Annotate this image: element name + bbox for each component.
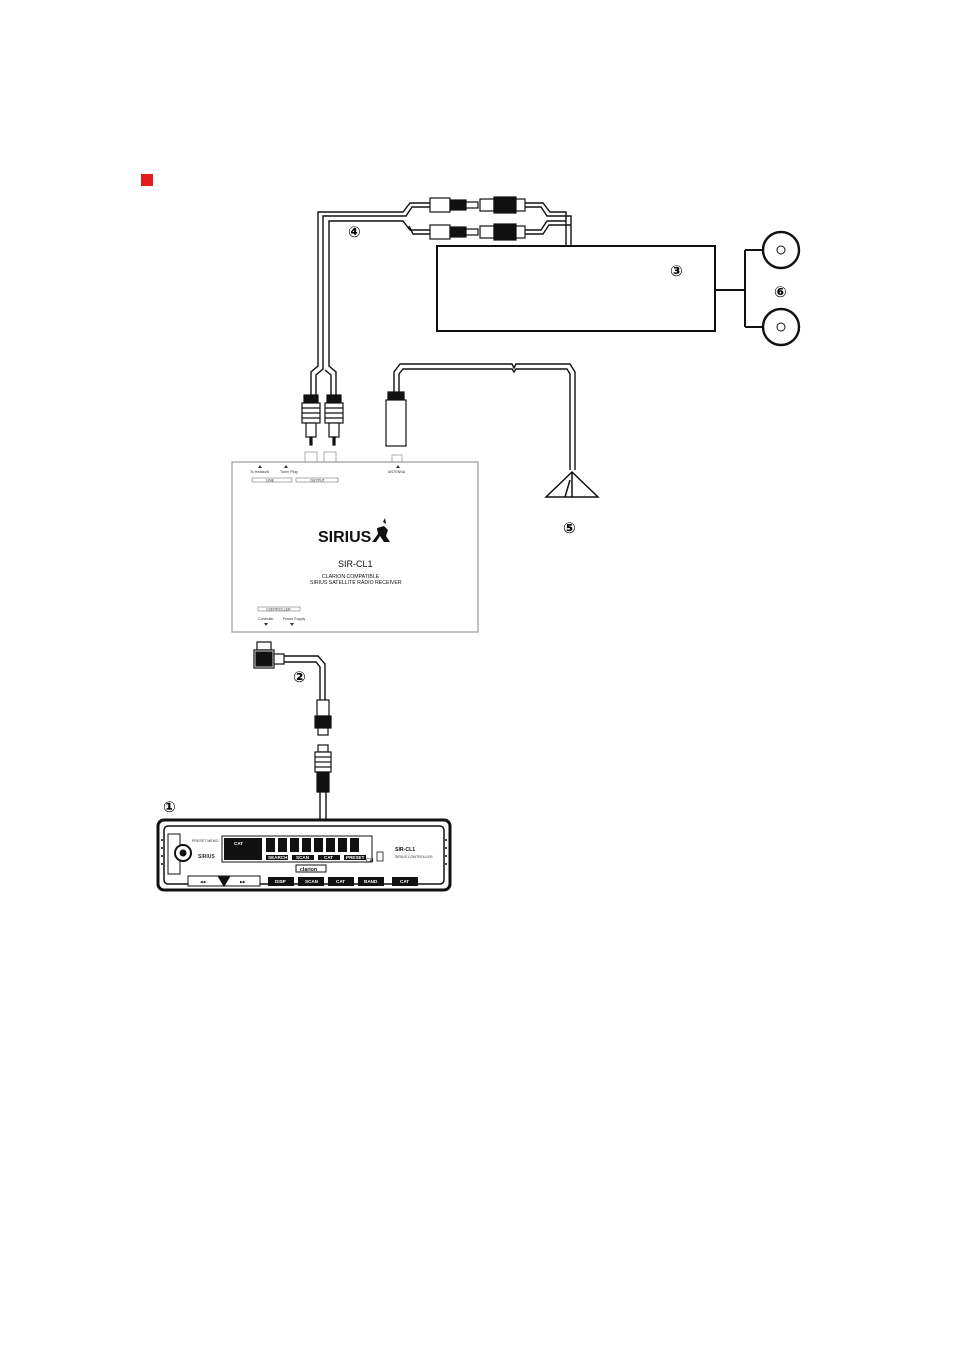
band-button[interactable]: BAND (364, 879, 378, 884)
receiver-bottom-group: CONTROLLER (266, 608, 291, 612)
rca-plug-pair-top (430, 197, 525, 213)
head-unit-preset-label: PRESET MEMO (192, 839, 219, 843)
antenna-connector (386, 392, 406, 446)
receiver-cable-connector (254, 642, 284, 668)
rca-plug-left (302, 395, 320, 445)
seek-buttons (188, 876, 260, 886)
receiver-port-to-head-unit: To Headunit (250, 470, 269, 474)
receiver-ports (305, 452, 402, 462)
speaker-top (763, 232, 799, 268)
receiver-model: SIR-CL1 (338, 559, 373, 569)
receiver-box (232, 462, 478, 632)
callout-head-unit: ① (163, 798, 176, 816)
head-unit-ch: CH (366, 858, 374, 864)
speaker-bottom (763, 309, 799, 345)
receiver-port-antenna: ANTENNA (388, 470, 406, 474)
rca-plug-right (325, 395, 343, 445)
antenna-cable (394, 364, 575, 470)
cat-button[interactable]: CAT (336, 879, 345, 884)
callout-receiver-cable: ② (293, 668, 306, 686)
antenna-icon (546, 472, 598, 497)
disp-button[interactable]: DISP (275, 879, 286, 884)
head-unit-cable (320, 792, 326, 820)
receiver-brand-logo: SIRIUS (318, 529, 372, 546)
amplifier-box (437, 246, 715, 331)
callout-antenna: ⑤ (563, 519, 576, 537)
callout-rca-cable: ④ (348, 223, 361, 241)
callout-amplifier: ③ (670, 262, 683, 280)
speaker-wiring (715, 250, 763, 327)
head-unit-brand: clarion (300, 867, 317, 873)
receiver-line2: SIRIUS SATELLITE RADIO RECEIVER (310, 580, 402, 586)
receiver-bottom-port1: Controller (258, 617, 274, 621)
head-unit: PRESET MEMO SIRIUS CAT SEARCH SCAN CAT P… (158, 820, 450, 890)
head-unit-model: SIR-CL1 (395, 847, 415, 853)
display-tab-scan: SCAN (296, 855, 310, 860)
head-unit-sirius-logo: SIRIUS (198, 854, 215, 860)
callout-speakers: ⑥ (774, 283, 787, 301)
display-tab-preset: PRESET (346, 855, 365, 860)
display-tab-cat: CAT (324, 855, 333, 860)
head-unit-display-cat: CAT (234, 841, 243, 846)
head-unit-model-sub: SIRIUS CONTROLLER (395, 855, 433, 859)
section-marker (141, 174, 153, 186)
receiver-bottom-port2: Power Supply (283, 617, 305, 621)
receiver-port-to-tuner: Tuner Plug (280, 470, 297, 474)
receiver-port-group-right: OUTPUT (310, 479, 326, 483)
inline-connector (315, 700, 331, 792)
receiver-port-group-left: LINE (266, 479, 275, 483)
rca-plug-pair-bottom (430, 224, 525, 240)
cat-button-2[interactable]: CAT (400, 879, 409, 884)
display-tab-search: SEARCH (268, 855, 288, 860)
scan-button[interactable]: SCAN (305, 879, 319, 884)
